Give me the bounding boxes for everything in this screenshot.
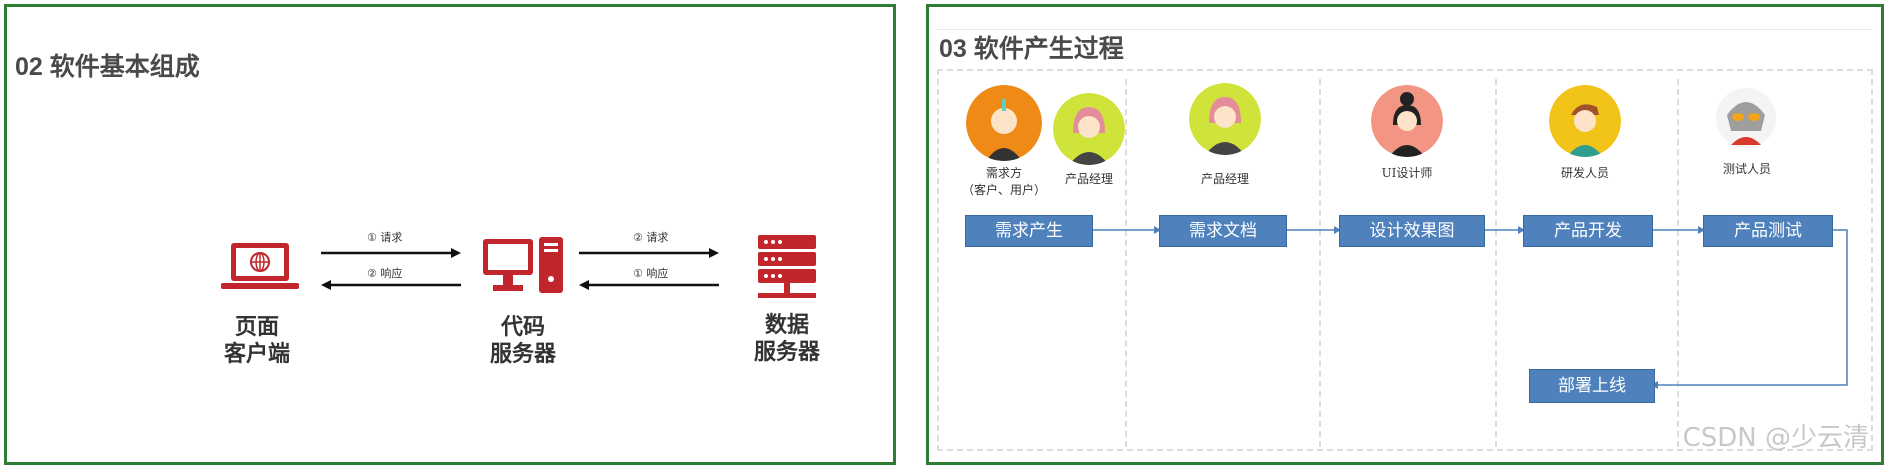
developer-avatar-icon <box>1549 85 1621 157</box>
panel-title: 03 软件产生过程 <box>939 35 1124 63</box>
pm-role-label: 产品经理 <box>1064 172 1113 186</box>
process-flow-arrows <box>1093 226 1848 389</box>
software-composition-panel: 02 软件基本组成 页面 客户端 ① 请求 ② 响应 代码 服务器 <box>4 4 896 465</box>
client-role-label: 需求方 （客户、用户） <box>961 166 1046 197</box>
server-rack-icon <box>758 235 816 298</box>
developer-role-label: 研发人员 <box>1560 166 1609 180</box>
ui-designer-role-label: UI设计师 <box>1381 166 1433 180</box>
desktop-server-icon <box>483 237 563 293</box>
stage-design-mockup: 设计效果图 <box>1339 215 1485 247</box>
request-label: ② 请求 <box>633 231 669 244</box>
stage-requirement-origin: 需求产生 <box>965 215 1093 247</box>
pm-role-label: 产品经理 <box>1200 172 1249 186</box>
column-divider <box>1677 79 1679 447</box>
code-server-label: 代码 服务器 <box>489 314 556 366</box>
product-manager-avatar-icon <box>1053 93 1125 165</box>
ui-designer-avatar-icon <box>1371 85 1443 157</box>
response-label: ① 响应 <box>633 267 669 280</box>
client-label: 页面 客户端 <box>223 314 290 366</box>
product-manager-avatar-icon <box>1189 83 1261 155</box>
server-db-arrows <box>579 248 719 290</box>
client-server-arrows <box>321 248 461 290</box>
stage-requirement-doc: 需求文档 <box>1159 215 1287 247</box>
column-divider <box>1319 79 1321 447</box>
column-divider <box>1125 79 1127 447</box>
tester-role-label: 测试人员 <box>1722 162 1771 176</box>
column-divider <box>1495 79 1497 447</box>
panel-title: 02 软件基本组成 <box>15 53 200 81</box>
client-avatar-icon <box>966 85 1042 161</box>
watermark: CSDN @少云清 <box>1682 423 1869 453</box>
process-frame <box>937 69 1873 451</box>
software-process-panel: 03 软件产生过程 <box>926 4 1884 465</box>
response-label: ② 响应 <box>367 267 403 280</box>
request-label: ① 请求 <box>367 231 403 244</box>
title-divider <box>937 29 1873 30</box>
data-server-label: 数据 服务器 <box>753 312 820 364</box>
stage-deployment: 部署上线 <box>1529 369 1655 403</box>
stage-product-testing: 产品测试 <box>1703 215 1833 247</box>
tester-avatar-icon <box>1716 88 1776 148</box>
stage-product-development: 产品开发 <box>1523 215 1653 247</box>
laptop-icon <box>221 243 299 289</box>
